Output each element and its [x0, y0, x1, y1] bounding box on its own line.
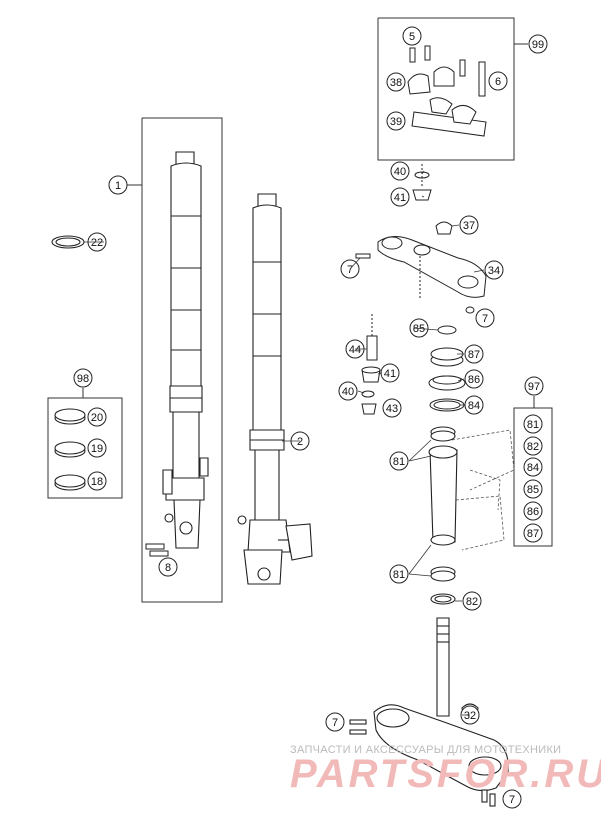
fork-leg-2 [237, 193, 313, 585]
svg-text:87: 87 [468, 349, 480, 361]
svg-text:40: 40 [342, 386, 354, 398]
svg-text:81: 81 [527, 419, 539, 431]
kit-97-item-87: 87 [523, 523, 543, 543]
kit-97-item-85: 85 [523, 479, 543, 499]
callout-38: 38 [386, 72, 406, 92]
svg-text:82: 82 [527, 441, 539, 453]
svg-text:99: 99 [532, 39, 544, 51]
svg-text:18: 18 [91, 476, 103, 488]
callout-18: 18 [87, 471, 107, 491]
svg-text:8: 8 [165, 562, 171, 574]
frame-kit-97 [513, 396, 553, 547]
seal-rings-98 [54, 408, 86, 491]
ring-22 [51, 235, 85, 249]
callout-1: 1 [108, 175, 128, 195]
screws-8 [145, 543, 169, 557]
svg-text:86: 86 [468, 374, 480, 386]
svg-text:84: 84 [527, 462, 539, 474]
svg-text:86: 86 [527, 506, 539, 518]
svg-text:7: 7 [347, 264, 353, 276]
callout-7-4: 7 [502, 789, 522, 809]
kit-97-item-81: 81 [523, 414, 543, 434]
frame-kit-98 [47, 388, 123, 499]
frame-group-1-2 [118, 117, 223, 603]
callout-82: 82 [462, 591, 482, 611]
svg-text:85: 85 [527, 484, 539, 496]
fork-leg-1 [162, 151, 209, 549]
svg-text:43: 43 [386, 403, 398, 415]
handlebar-clamps-99 [407, 45, 487, 137]
svg-text:81: 81 [393, 569, 405, 581]
callout-99: 99 [528, 34, 548, 54]
callout-5: 5 [402, 26, 422, 46]
svg-text:7: 7 [332, 717, 338, 729]
callout-81-2: 81 [389, 564, 409, 584]
callout-81: 81 [389, 451, 409, 471]
svg-text:7: 7 [509, 794, 515, 806]
svg-text:84: 84 [468, 400, 480, 412]
kit-97-item-86: 86 [523, 501, 543, 521]
kit-97-item-84: 84 [523, 457, 543, 477]
callout-40: 40 [390, 161, 410, 181]
callout-37: 37 [459, 215, 479, 235]
svg-text:98: 98 [77, 373, 89, 385]
upper-triple-clamp-34 [355, 164, 487, 314]
callout-layer: 1256777781819202232343738394040414143448… [73, 26, 548, 809]
steering-head-tube [428, 426, 458, 605]
frame-head-tube [451, 429, 515, 551]
callout-43: 43 [382, 398, 402, 418]
callout-41: 41 [390, 187, 410, 207]
callout-39: 39 [386, 111, 406, 131]
svg-text:81: 81 [393, 456, 405, 468]
svg-text:38: 38 [390, 77, 402, 89]
callout-20: 20 [87, 407, 107, 427]
svg-text:41: 41 [384, 368, 396, 380]
svg-text:87: 87 [527, 528, 539, 540]
svg-text:32: 32 [464, 710, 476, 722]
svg-text:37: 37 [463, 220, 475, 232]
callout-85: 85 [409, 318, 429, 338]
svg-text:22: 22 [91, 237, 103, 249]
callout-19: 19 [87, 438, 107, 458]
steering-stem-32 [349, 617, 509, 807]
svg-text:41: 41 [394, 192, 406, 204]
callout-86: 86 [464, 369, 484, 389]
svg-text:6: 6 [495, 76, 501, 88]
svg-text:2: 2 [297, 436, 303, 448]
svg-text:1: 1 [115, 180, 121, 192]
svg-text:34: 34 [488, 265, 500, 277]
svg-text:7: 7 [482, 313, 488, 325]
leader-lines [84, 170, 485, 716]
callout-7-2: 7 [475, 308, 495, 328]
svg-text:44: 44 [349, 344, 361, 356]
svg-text:39: 39 [390, 116, 402, 128]
frame-kit-99 [377, 17, 528, 161]
callout-6: 6 [488, 71, 508, 91]
pin-and-nuts [361, 314, 381, 415]
kit-97-item-82: 82 [523, 436, 543, 456]
callout-34: 34 [484, 260, 504, 280]
callout-84: 84 [464, 395, 484, 415]
svg-text:40: 40 [394, 166, 406, 178]
callout-40-2: 40 [338, 381, 358, 401]
bearing-stack [428, 325, 466, 412]
watermark-subtitle: ЗАПЧАСТИ И АКСЕССУАРЫ ДЛЯ МОТОТЕХНИКИ [290, 744, 562, 756]
svg-text:85: 85 [413, 323, 425, 335]
callout-87: 87 [464, 344, 484, 364]
callout-8: 8 [158, 557, 178, 577]
svg-text:20: 20 [91, 412, 103, 424]
watermark-logo: PARTSFOR.RU [290, 752, 601, 796]
callout-97: 97 [524, 376, 544, 396]
callout-7-3: 7 [325, 712, 345, 732]
svg-text:5: 5 [409, 31, 415, 43]
svg-text:97: 97 [528, 381, 540, 393]
svg-text:19: 19 [91, 443, 103, 455]
svg-text:82: 82 [466, 596, 478, 608]
callout-41-2: 41 [380, 363, 400, 383]
callout-98: 98 [73, 368, 93, 388]
